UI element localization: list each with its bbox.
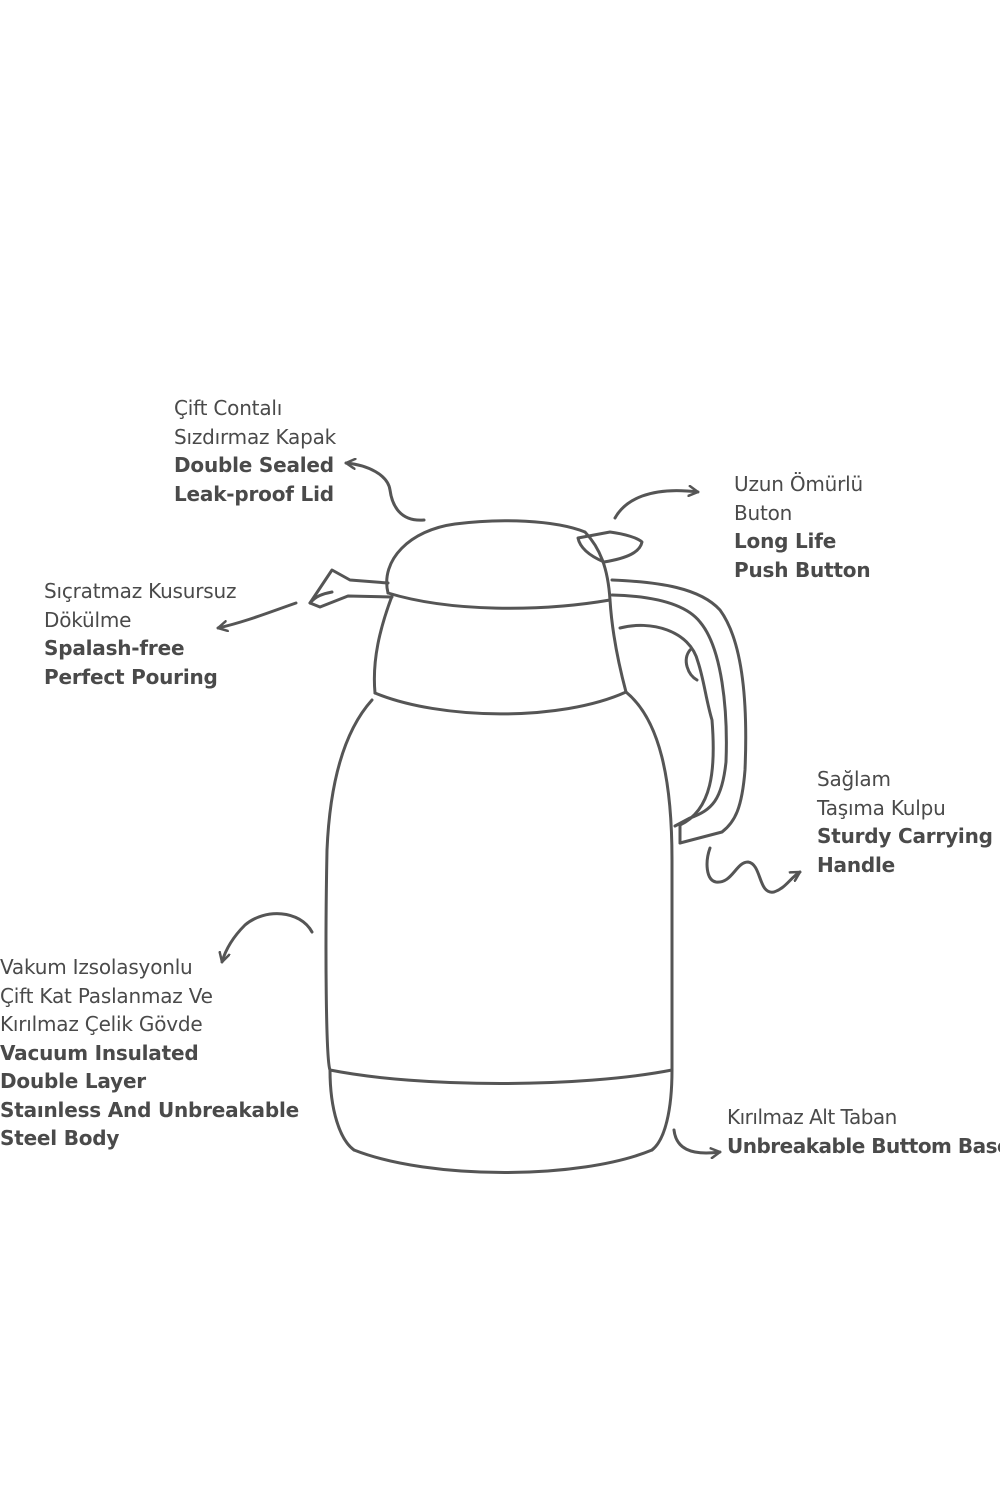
spout-tr-line-2: Dökülme — [44, 607, 132, 632]
lid-en-line-2: Leak-proof Lid — [174, 481, 334, 506]
handle-inner — [610, 593, 728, 828]
handle-tr-line-2: Taşıma Kulpu — [817, 795, 946, 820]
lid-tr-line-1: Çift Contalı — [174, 396, 283, 420]
handle-en-line-1: Sturdy Carrying — [817, 824, 993, 848]
button-tr-line-1: Uzun Ömürlü — [734, 472, 864, 496]
body-arrow — [222, 912, 314, 964]
lid-seam — [386, 591, 612, 610]
base-arrow — [672, 1128, 722, 1153]
body-tr-line-3: Kırılmaz Çelik Gövde — [0, 1012, 203, 1036]
neck-left — [372, 594, 394, 695]
button-en-line-2: Push Button — [734, 557, 871, 582]
push-button — [576, 530, 644, 564]
body-en-line-2: Double Layer — [0, 1069, 146, 1093]
body-tr-line-2: Çift Kat Paslanmaz Ve — [0, 983, 213, 1008]
handle-annotation: Sağlam Taşıma Kulpu Sturdy Carrying Hand… — [817, 765, 993, 879]
body-en-line-3: Staınless And Unbreakable — [0, 1097, 299, 1122]
handle-tr-line-1: Sağlam — [817, 767, 891, 791]
button-annotation: Uzun Ömürlü Buton Long Life Push Button — [734, 470, 871, 584]
base-bottom — [352, 1148, 654, 1174]
base-left — [328, 1068, 356, 1152]
body-en-line-1: Vacuum Insulated — [0, 1040, 199, 1065]
button-en-line-1: Long Life — [734, 529, 837, 553]
lid-annotation: Çift Contalı Sızdırmaz Kapak Double Seal… — [174, 394, 336, 508]
neck-right — [608, 598, 628, 694]
base-en-line-1: Unbreakable Buttom Base — [727, 1133, 1000, 1158]
handle-outer — [610, 578, 748, 845]
spout — [308, 568, 394, 609]
spout-en-line-2: Perfect Pouring — [44, 664, 218, 689]
spout-arrow — [216, 601, 298, 628]
body-en-line-4: Steel Body — [0, 1126, 120, 1150]
lid-dome — [385, 519, 612, 602]
lid-tr-line-2: Sızdırmaz Kapak — [174, 424, 337, 449]
handle-arrow — [705, 846, 802, 894]
button-arrow — [613, 491, 700, 520]
base-annotation: Kırılmaz Alt Taban Unbreakable Buttom Ba… — [727, 1103, 1000, 1160]
handle-grip — [618, 623, 715, 845]
handle-grip-bumps — [684, 648, 699, 682]
body-annotation: Vakum Izsolasyonlu Çift Kat Paslanmaz Ve… — [0, 953, 299, 1153]
lid-en-line-1: Double Sealed — [174, 453, 334, 477]
body-right — [624, 690, 674, 1072]
lid-arrow — [344, 463, 426, 522]
body-tr-line-1: Vakum Izsolasyonlu — [0, 955, 193, 979]
spout-annotation: Sıçratmaz Kusursuz Dökülme Spalash-free … — [44, 577, 236, 691]
collar-bottom — [373, 690, 628, 716]
spout-en-line-1: Spalash-free — [44, 636, 185, 660]
button-tr-line-2: Buton — [734, 500, 793, 525]
handle-en-line-2: Handle — [817, 852, 896, 877]
spout-tip — [308, 590, 334, 605]
base-tr-line-1: Kırılmaz Alt Taban — [727, 1105, 897, 1129]
base-seam — [328, 1068, 674, 1085]
body-left — [324, 698, 374, 1072]
spout-tr-line-1: Sıçratmaz Kusursuz — [44, 579, 237, 603]
base-right — [650, 1068, 674, 1152]
